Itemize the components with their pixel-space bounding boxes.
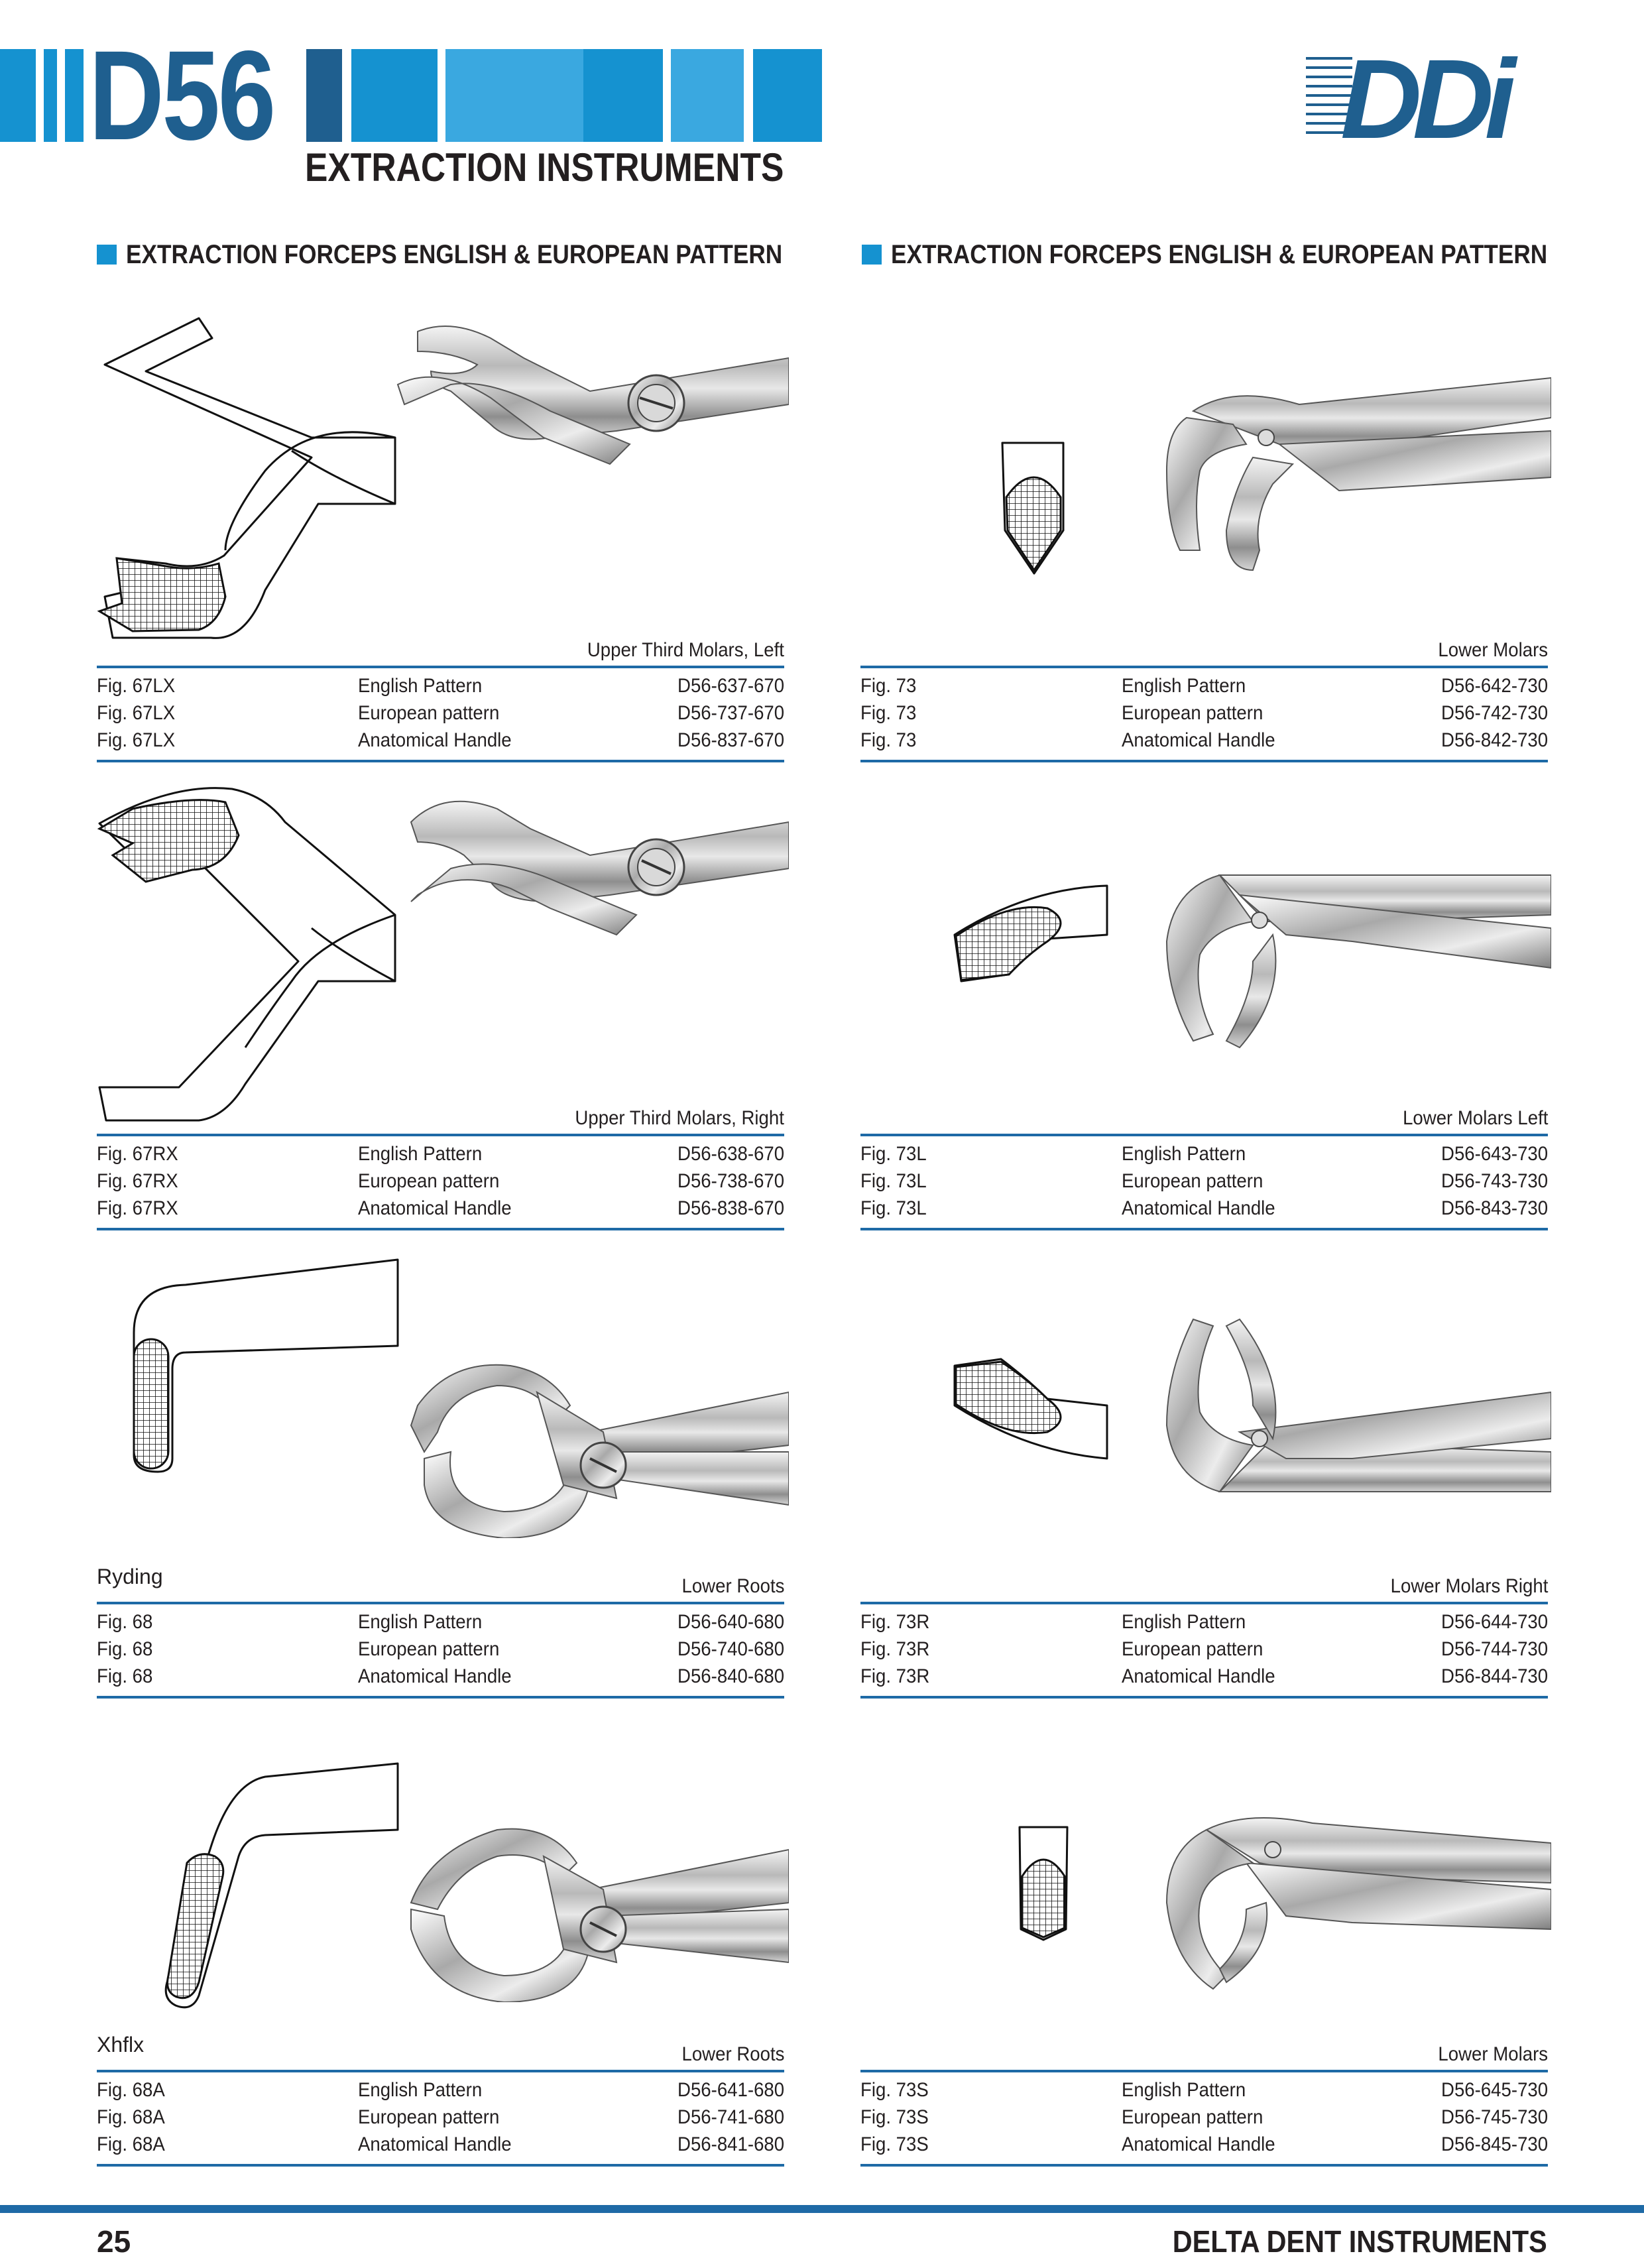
divider (860, 760, 1548, 762)
catalog-code: D56 (89, 24, 276, 166)
forceps-diagram-68a (164, 1762, 399, 2009)
table-row: Fig. 68A English Pattern D56-641-680 (97, 2079, 784, 2101)
divider (97, 666, 784, 668)
table-row: Fig. 68 Anatomical Handle D56-840-680 (97, 1665, 784, 1687)
product-67lx: Upper Third Molars, Left Fig. 67LX Engli… (97, 636, 784, 769)
table-row: Fig. 73 English Pattern D56-642-730 (860, 675, 1548, 697)
divider (97, 1228, 784, 1230)
product-caption: Lower Roots (681, 2043, 784, 2065)
page-subtitle: EXTRACTION INSTRUMENTS (305, 145, 784, 190)
product-68a: Xhflx Lower Roots Fig. 68A English Patte… (97, 2033, 784, 2172)
section-bullet-icon (97, 245, 117, 265)
forceps-photo-68a (410, 1828, 789, 2002)
divider (97, 2070, 784, 2072)
divider (97, 2164, 784, 2167)
product-caption: Lower Molars (1438, 639, 1548, 661)
divider (97, 760, 784, 762)
product-68: Ryding Lower Roots Fig. 68 English Patte… (97, 1565, 784, 1704)
forceps-photo-67lx (396, 326, 789, 465)
divider (97, 1134, 784, 1136)
header-band (0, 49, 822, 142)
divider (860, 2070, 1548, 2072)
table-row: Fig. 67RX Anatomical Handle D56-838-670 (97, 1197, 784, 1219)
product-caption: Lower Molars (1438, 2043, 1548, 2065)
table-row: Fig. 73S English Pattern D56-645-730 (860, 2079, 1548, 2101)
product-caption: Upper Third Molars, Right (575, 1107, 784, 1129)
product-caption: Lower Molars Left (1402, 1107, 1548, 1129)
product-73: Lower Molars Fig. 73 English Pattern D56… (860, 636, 1548, 769)
table-row: Fig. 73R English Pattern D56-644-730 (860, 1611, 1548, 1633)
section-heading-right: EXTRACTION FORCEPS ENGLISH & EUROPEAN PA… (862, 236, 1637, 273)
table-row: Fig. 73S European pattern D56-745-730 (860, 2106, 1548, 2128)
table-row: Fig. 73S Anatomical Handle D56-845-730 (860, 2133, 1548, 2155)
table-row: Fig. 67LX European pattern D56-737-670 (97, 702, 784, 724)
forceps-photo-68 (410, 1364, 789, 1538)
table-row: Fig. 67RX European pattern D56-738-670 (97, 1170, 784, 1192)
table-row: Fig. 73L European pattern D56-743-730 (860, 1170, 1548, 1192)
section-bullet-icon (862, 245, 882, 265)
forceps-diagram-73l (953, 884, 1108, 983)
table-row: Fig. 73R Anatomical Handle D56-844-730 (860, 1665, 1548, 1687)
logo-text: DDi (1340, 45, 1519, 145)
page-number: 25 (97, 2224, 131, 2259)
table-row: Fig. 73 Anatomical Handle D56-842-730 (860, 729, 1548, 751)
forceps-photo-73 (1165, 377, 1551, 571)
section-heading-left: EXTRACTION FORCEPS ENGLISH & EUROPEAN PA… (97, 236, 872, 273)
forceps-diagram-68 (133, 1258, 399, 1473)
product-67rx: Upper Third Molars, Right Fig. 67RX Engl… (97, 1104, 784, 1237)
product-caption: Upper Third Molars, Left (587, 639, 784, 661)
forceps-photo-73r (1165, 1318, 1551, 1493)
table-row: Fig. 73 European pattern D56-742-730 (860, 702, 1548, 724)
ddi-logo: DDi (1306, 45, 1528, 145)
forceps-photo-73l (1165, 874, 1551, 1049)
forceps-diagram-67lx (97, 317, 396, 639)
footer-rule (0, 2205, 1644, 2213)
divider (860, 2164, 1548, 2167)
table-row: Fig. 68A European pattern D56-741-680 (97, 2106, 784, 2128)
divider (860, 1134, 1548, 1136)
forceps-diagram-73 (1001, 442, 1065, 575)
divider (97, 1602, 784, 1604)
forceps-diagram-67rx (97, 787, 396, 1122)
table-row: Fig. 67LX English Pattern D56-637-670 (97, 675, 784, 697)
table-row: Fig. 73L English Pattern D56-643-730 (860, 1143, 1548, 1165)
divider (860, 1602, 1548, 1604)
product-name: Xhflx (97, 2033, 145, 2057)
table-row: Fig. 67RX English Pattern D56-638-670 (97, 1143, 784, 1165)
table-row: Fig. 67LX Anatomical Handle D56-837-670 (97, 729, 784, 751)
table-row: Fig. 73L Anatomical Handle D56-843-730 (860, 1197, 1548, 1219)
divider (860, 666, 1548, 668)
forceps-photo-67rx (410, 800, 789, 936)
product-73l: Lower Molars Left Fig. 73L English Patte… (860, 1104, 1548, 1237)
forceps-diagram-73r (953, 1358, 1108, 1460)
product-name: Ryding (97, 1565, 163, 1588)
product-caption: Lower Molars Right (1390, 1575, 1548, 1597)
table-row: Fig. 73R European pattern D56-744-730 (860, 1638, 1548, 1660)
divider (860, 1228, 1548, 1230)
divider (860, 1696, 1548, 1699)
product-73r: Lower Molars Right Fig. 73R English Patt… (860, 1573, 1548, 1705)
divider (97, 1696, 784, 1699)
company-name: DELTA DENT INSTRUMENTS (1172, 2224, 1547, 2259)
table-row: Fig. 68 English Pattern D56-640-680 (97, 1611, 784, 1633)
forceps-diagram-73s (1018, 1826, 1069, 1941)
table-row: Fig. 68 European pattern D56-740-680 (97, 1638, 784, 1660)
table-row: Fig. 68A Anatomical Handle D56-841-680 (97, 2133, 784, 2155)
forceps-photo-73s (1165, 1817, 1551, 1990)
product-73s: Lower Molars Fig. 73S English Pattern D5… (860, 2041, 1548, 2173)
product-caption: Lower Roots (681, 1575, 784, 1597)
